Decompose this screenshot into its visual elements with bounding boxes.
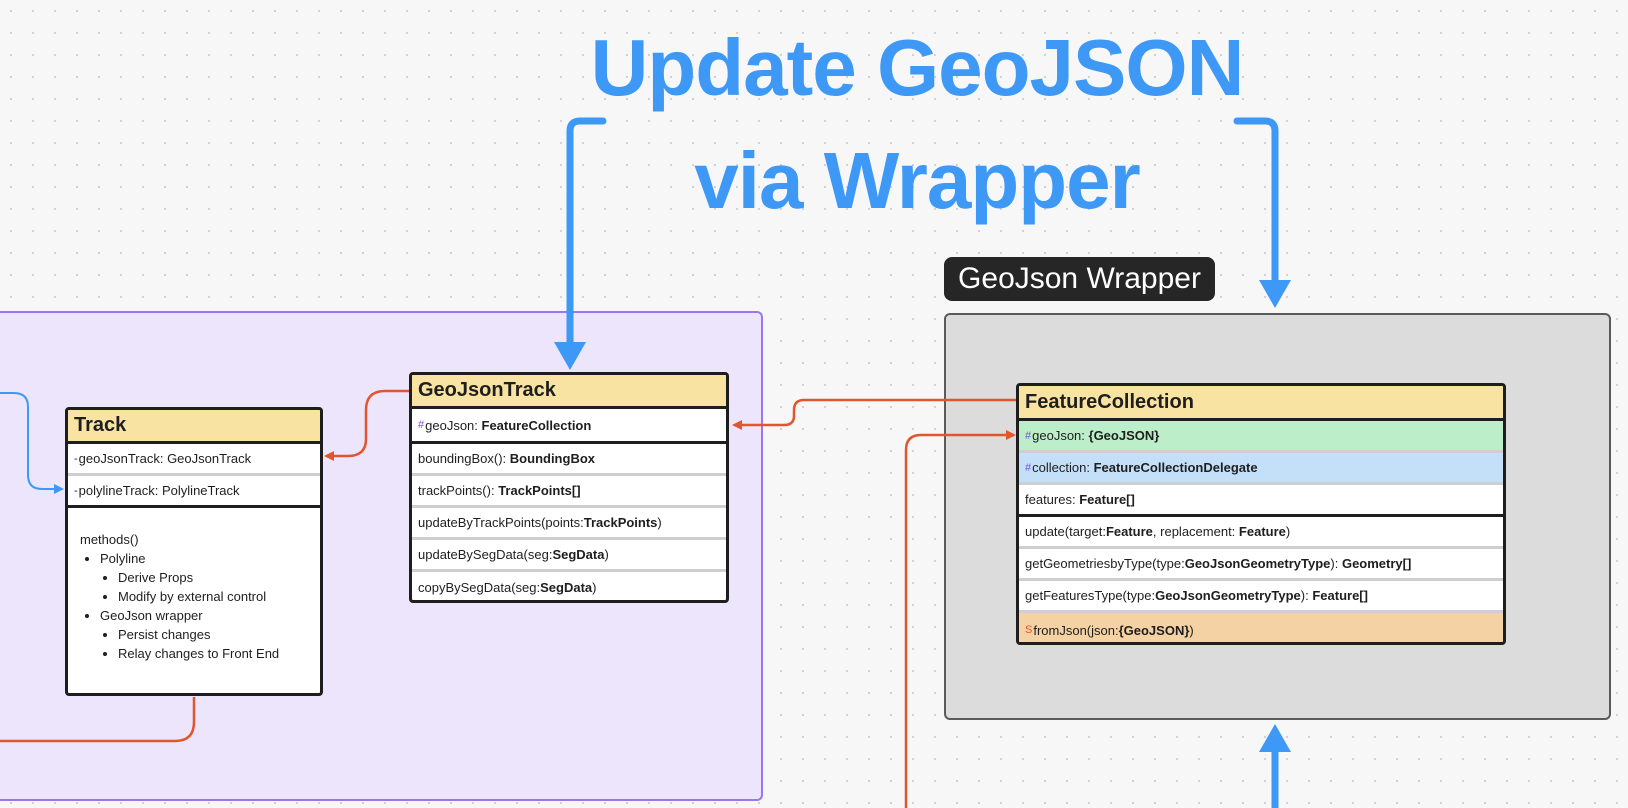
method-item: Polyline Derive Props Modify by external…	[100, 549, 320, 606]
methods-notes: methods() Polyline Derive Props Modify b…	[68, 508, 320, 663]
method-row: updateByTrackPoints(points: TrackPoints)	[412, 508, 726, 540]
diagram-title-line-2: via Wrapper	[694, 136, 1140, 225]
private-visibility-icon: -	[74, 452, 78, 465]
red-connector-featurecollection-to-geojsontrack	[732, 398, 1018, 430]
class-title: GeoJsonTrack	[412, 375, 726, 409]
bottom-up-arrow-head	[1259, 724, 1291, 752]
method-item: GeoJson wrapper Persist changes Relay ch…	[100, 606, 320, 663]
field-row: - geoJsonTrack: GeoJsonTrack	[68, 444, 320, 476]
geojsontrack-class[interactable]: GeoJsonTrack # geoJson: FeatureCollectio…	[409, 372, 729, 603]
field-row: # geoJson: FeatureCollection	[412, 409, 726, 444]
static-visibility-icon: S	[1025, 624, 1033, 636]
method-subitem: Persist changes	[118, 625, 320, 644]
method-row: trackPoints(): TrackPoints[]	[412, 476, 726, 508]
protected-visibility-icon: #	[418, 419, 425, 431]
title-arrow-left	[566, 117, 607, 356]
title-arrow-right	[1233, 117, 1279, 294]
method-row: boundingBox(): BoundingBox	[412, 444, 726, 476]
method-subitem: Relay changes to Front End	[118, 644, 320, 663]
method-row: copyBySegData(seg: SegData)	[418, 579, 597, 595]
field-row: - polylineTrack: PolylineTrack	[68, 476, 320, 508]
geojson-field-row: # geoJson: {GeoJSON}	[1019, 421, 1503, 453]
features-field-row: features: Feature[]	[1019, 485, 1503, 517]
geojson-wrapper-label: GeoJson Wrapper	[944, 257, 1215, 301]
track-class[interactable]: Track - geoJsonTrack: GeoJsonTrack - pol…	[65, 407, 323, 696]
methods-heading: methods()	[80, 532, 139, 547]
methods-list: Polyline Derive Props Modify by external…	[80, 549, 320, 663]
private-visibility-icon: -	[74, 484, 78, 497]
title-arrow-left-head	[554, 342, 586, 370]
method-row: getGeometriesbyType(type: GeoJsonGeometr…	[1019, 549, 1503, 581]
title-arrow-right-head	[1259, 280, 1291, 308]
class-title: FeatureCollection	[1019, 386, 1503, 421]
field-text: polylineTrack: PolylineTrack	[78, 483, 240, 498]
field-text: geoJsonTrack: GeoJsonTrack	[78, 451, 252, 466]
static-method-row: S fromJson(json: {GeoJSON})	[1019, 613, 1503, 642]
diagram-title-line-1: Update GeoJSON	[590, 23, 1245, 112]
red-connector-geojsontrack-to-track	[324, 389, 410, 461]
method-row: getFeaturesType(type: GeoJsonGeometryTyp…	[1019, 581, 1503, 613]
method-row: updateBySegData(seg: SegData)	[412, 540, 726, 572]
method-row: update(target: Feature, replacement: Fea…	[1019, 517, 1503, 549]
featurecollection-class[interactable]: FeatureCollection # geoJson: {GeoJSON} #…	[1016, 383, 1506, 645]
method-subitem: Derive Props	[118, 568, 320, 587]
collection-field-row: # collection: FeatureCollectionDelegate	[1019, 453, 1503, 485]
red-connector-into-featurecollection	[904, 430, 1016, 808]
method-subitem: Modify by external control	[118, 587, 320, 606]
class-title: Track	[68, 410, 320, 444]
protected-visibility-icon: #	[1025, 461, 1032, 474]
blue-connector-into-track	[0, 392, 64, 494]
protected-visibility-icon: #	[1025, 429, 1032, 442]
red-connector-from-track-bottom	[0, 697, 196, 743]
